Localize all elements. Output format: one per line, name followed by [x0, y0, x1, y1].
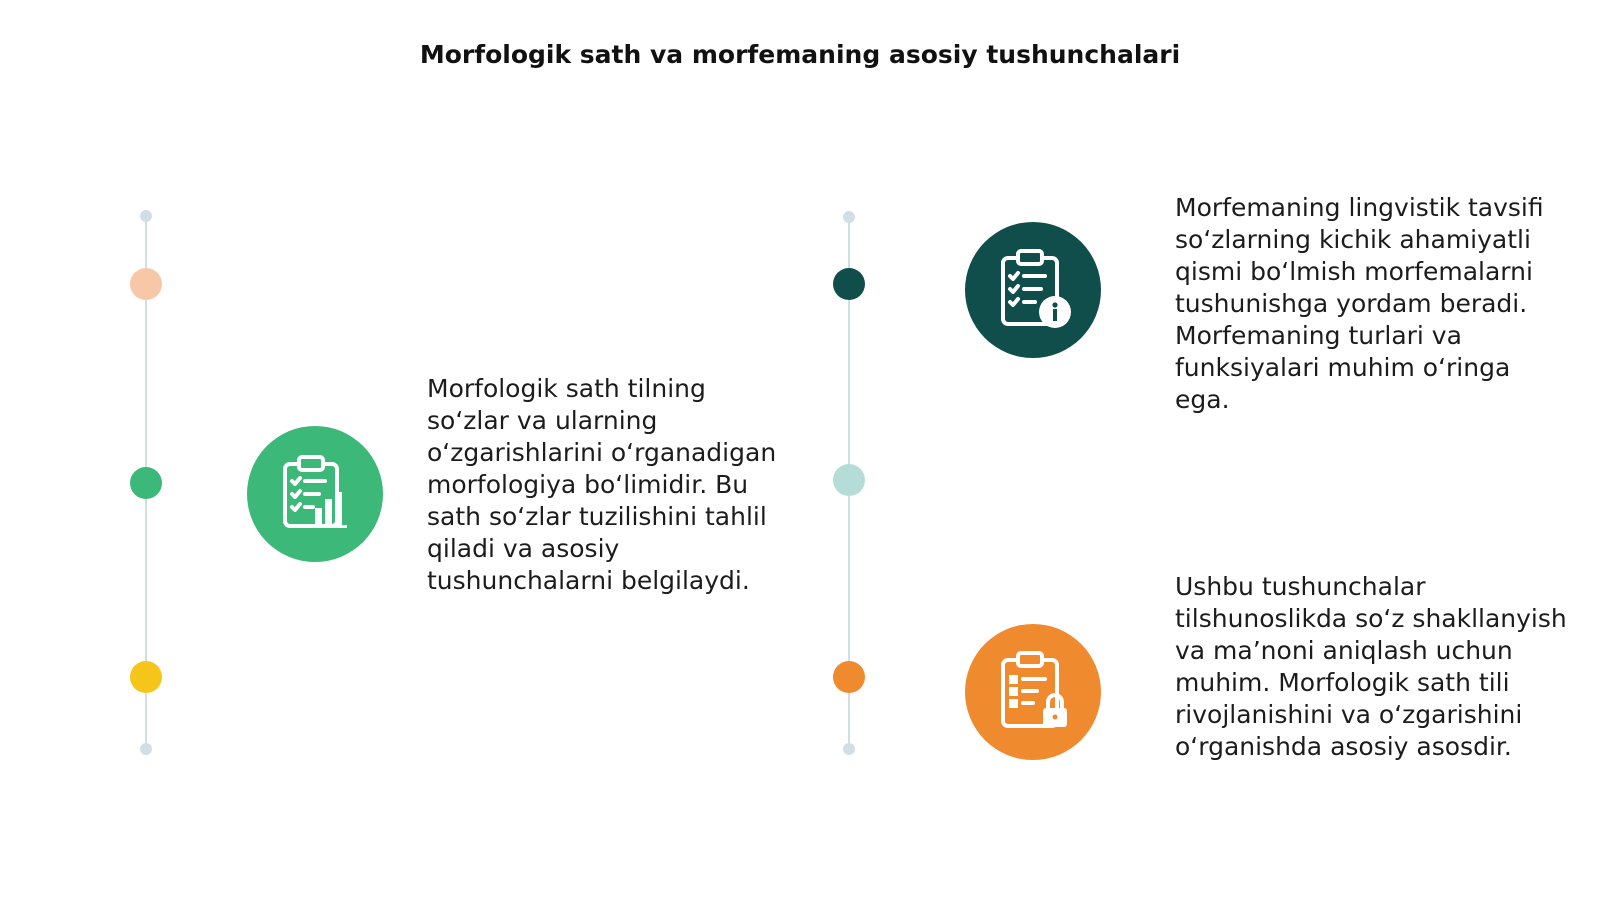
timeline-start-dot — [843, 211, 855, 223]
mint-node-dot — [833, 464, 865, 496]
left-timeline — [126, 210, 166, 755]
yellow-node-dot — [130, 661, 162, 693]
timeline-end-dot — [843, 743, 855, 755]
item-description: Ushbu tushunchalar tilshunoslikda so‘z s… — [1175, 572, 1567, 761]
clipboard-chart-icon — [247, 426, 383, 562]
green-node-dot — [130, 467, 162, 499]
right-timeline — [829, 211, 869, 755]
timeline-end-dot — [140, 743, 152, 755]
item-description: Morfologik sath tilning so‘zlar va ularn… — [427, 374, 777, 595]
item-description: Morfemaning lingvistik tavsifi so‘zlarni… — [1175, 193, 1544, 414]
clipboard-lock-icon — [965, 624, 1101, 760]
page-title: Morfologik sath va morfemaning asosiy tu… — [419, 40, 1181, 69]
peach-node-dot — [130, 268, 162, 300]
clipboard-info-icon — [965, 222, 1101, 358]
dark-teal-node-dot — [833, 268, 865, 300]
orange-node-dot — [833, 661, 865, 693]
timeline-start-dot — [140, 210, 152, 222]
